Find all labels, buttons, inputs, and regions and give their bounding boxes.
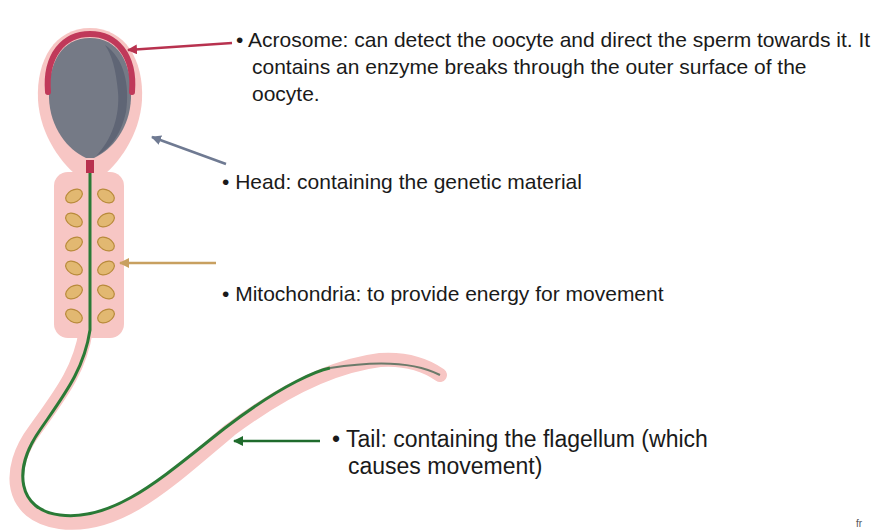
part-description: • Head: containing the genetic material bbox=[222, 168, 871, 195]
leader-arrow bbox=[120, 262, 216, 265]
flagellum bbox=[23, 173, 330, 516]
watermark: fr bbox=[856, 518, 870, 529]
leader-arrow bbox=[234, 440, 320, 443]
acrosome bbox=[48, 34, 133, 92]
neck bbox=[86, 160, 94, 173]
nucleus-shade bbox=[96, 45, 127, 156]
part-description: • Tail: containing the flagellum (which … bbox=[332, 426, 738, 480]
part-description: • Acrosome: can detect the oocyte and di… bbox=[236, 26, 871, 107]
head-membrane bbox=[38, 28, 142, 178]
flagellum-end bbox=[330, 363, 440, 375]
leader-arrow bbox=[128, 43, 232, 50]
nucleus bbox=[49, 38, 131, 158]
leader-arrow bbox=[152, 137, 226, 164]
part-description: • Mitochondria: to provide energy for mo… bbox=[222, 280, 871, 307]
